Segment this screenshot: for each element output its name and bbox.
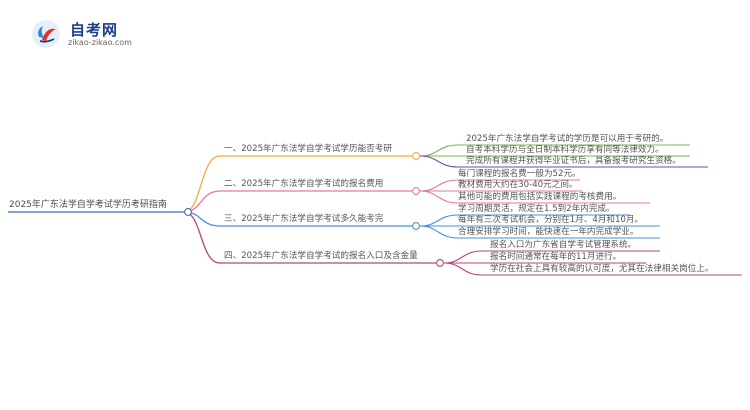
branch-3-toggle [412, 222, 420, 230]
branch-4-leaf-1[interactable]: 报名入口为广东省自学考试管理系统。 [490, 240, 637, 250]
brand-url: zikao-zikao.com [68, 38, 132, 47]
branch-1-leaf-3[interactable]: 完成所有课程并获得毕业证书后，具备报考研究生资格。 [466, 156, 681, 166]
graduation-cap-icon [32, 20, 60, 48]
branch-4-toggle [436, 259, 444, 267]
branch-4-leaf-3[interactable]: 学历在社会上具有较高的认可度，尤其在法律相关岗位上。 [490, 264, 714, 274]
brand-title: 自考网 [70, 21, 119, 39]
branch-4-leaf-2[interactable]: 报名时间通常在每年的11月进行。 [490, 252, 622, 262]
branch-1-leaf-2[interactable]: 自考本科学历与全日制本科学历享有同等法律效力。 [466, 145, 664, 155]
branch-1-toggle [412, 152, 420, 160]
branch-2-leaf-2[interactable]: 教材费用大约在30-40元之间。 [458, 180, 578, 190]
branch-3-label[interactable]: 三、2025年广东法学自学考试多久能考完 [224, 214, 384, 224]
branch-1-leaf-1[interactable]: 2025年广东法学自学考试的学历是可以用于考研的。 [466, 134, 669, 144]
branch-3-leaf-3[interactable]: 合理安排学习时间，能快速在一年内完成学业。 [458, 227, 639, 237]
branch-1-label[interactable]: 一、2025年广东法学自学考试学历能否考研 [224, 144, 392, 154]
branch-2-label[interactable]: 二、2025年广东法学自学考试的报名费用 [224, 179, 384, 189]
branch-2-leaf-3[interactable]: 其他可能的费用包括实践课程的考核费用。 [458, 192, 622, 202]
connector-branch-1 [183, 155, 221, 213]
brand-logo[interactable]: 自考网 zikao-zikao.com [30, 16, 140, 52]
branch-2-leaf-1[interactable]: 每门课程的报名费一般为52元。 [458, 169, 581, 179]
branch-2-toggle [412, 187, 420, 195]
branch-3-leaf-2[interactable]: 每年有三次考试机会，分别在1月、4月和10月。 [458, 215, 644, 225]
branch-4-label[interactable]: 四、2025年广东法学自学考试的报名入口及含金量 [224, 251, 418, 261]
branch-3-leaf-1[interactable]: 学习周期灵活，规定在1.5到2年内完成。 [458, 204, 615, 214]
mindmap-root[interactable]: 2025年广东法学自学考试学历考研指南 [9, 200, 167, 210]
root-toggle [184, 208, 192, 216]
